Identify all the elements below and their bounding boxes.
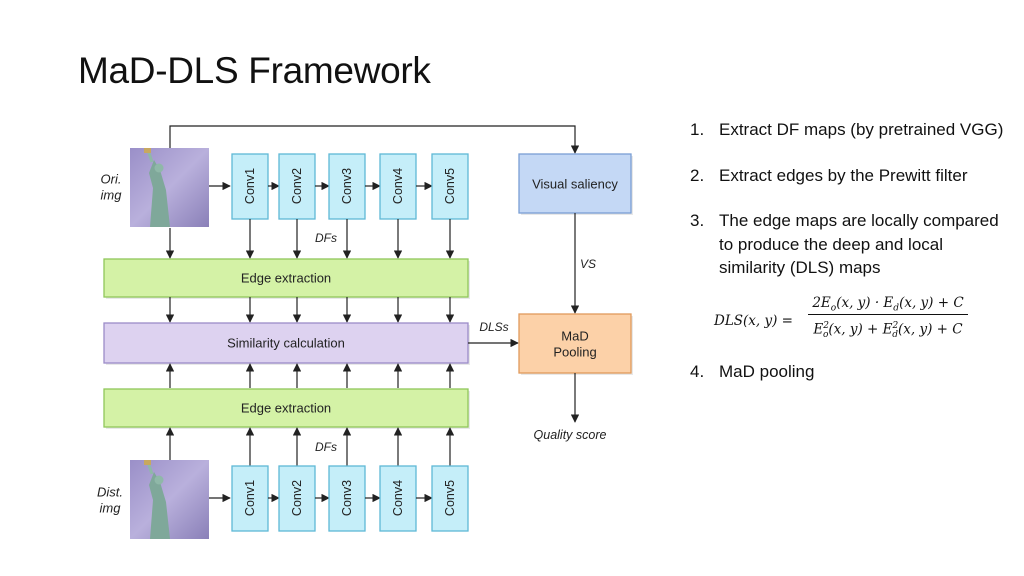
torch xyxy=(144,460,151,465)
step-number: 2. xyxy=(690,165,705,185)
steps-list: 1. Extract DF maps (by pretrained VGG) 2… xyxy=(688,118,1008,383)
step-item-4: 4. MaD pooling xyxy=(688,360,1008,384)
image-sky xyxy=(130,148,209,227)
saliency-feed-arrow xyxy=(169,125,580,154)
original-image xyxy=(130,148,209,227)
step-text: Extract DF maps (by pretrained VGG) xyxy=(719,120,1004,139)
mad-pooling-label: MaD Pooling xyxy=(553,328,596,359)
conv-label-bottom: Conv4 xyxy=(391,480,405,516)
step-item-2: 2. Extract edges by the Prewitt filter xyxy=(688,164,1008,188)
conv-block-top xyxy=(431,153,469,220)
edge-extraction-top xyxy=(103,258,469,298)
text-line: Dist. xyxy=(97,484,123,499)
fraction-bar xyxy=(808,313,968,315)
dist-img-label: Dist. img xyxy=(97,484,123,515)
step-text: MaD pooling xyxy=(719,361,815,381)
conv-label-top: Conv5 xyxy=(443,168,457,204)
edge-extraction-top-label: Edge extraction xyxy=(241,271,331,286)
step-number: 3. xyxy=(690,211,705,230)
text-line: Ori. xyxy=(101,171,122,186)
statue-body xyxy=(149,160,170,227)
visual-saliency-label: Visual saliency xyxy=(532,177,618,192)
conv-label-bottom: Conv1 xyxy=(243,480,257,516)
conv-label-bottom: Conv5 xyxy=(443,480,457,516)
formula-lhs: DLS(x, y) = xyxy=(714,312,793,329)
step-number: 4. xyxy=(690,361,705,381)
statue-head xyxy=(154,163,164,173)
image-sky xyxy=(130,460,209,539)
conv-block-bottom xyxy=(379,465,417,532)
similarity-calculation-label: Similarity calculation xyxy=(227,336,345,351)
conv-block-top xyxy=(278,153,316,220)
torch xyxy=(144,148,151,153)
statue-body xyxy=(149,472,170,539)
formula-block: DLS(x, y) = 2Eo(x, y) · Ed(x, y) + C E2o… xyxy=(688,294,1008,352)
formula-numerator: 2Eo(x, y) · Ed(x, y) + C xyxy=(812,294,964,314)
dfs-label-top: DFs xyxy=(315,231,337,245)
conv-block-bottom xyxy=(278,465,316,532)
statue-head xyxy=(154,475,164,485)
conv-label-bottom: Conv2 xyxy=(290,480,304,516)
conv-label-top: Conv3 xyxy=(340,168,354,204)
step-item-3: 3. The edge maps are locally compared to… xyxy=(688,209,1008,280)
dfs-label-bottom: DFs xyxy=(315,440,337,454)
dlss-label: DLSs xyxy=(479,320,508,334)
visual-saliency-block xyxy=(518,153,632,214)
quality-score-label: Quality score xyxy=(534,428,607,442)
ori-img-label: Ori. img xyxy=(101,171,123,202)
conv-label-top: Conv2 xyxy=(290,168,304,204)
text-line: img xyxy=(101,188,123,203)
distorted-image xyxy=(130,460,209,539)
conv-block-bottom xyxy=(231,465,269,532)
text-line: img xyxy=(100,501,122,516)
conv-label-top: Conv4 xyxy=(391,168,405,204)
conv-block-top xyxy=(379,153,417,220)
step-text: Extract edges by the Prewitt filter xyxy=(719,165,968,185)
conv-label-bottom: Conv3 xyxy=(340,480,354,516)
step-text: The edge maps are locally compared to pr… xyxy=(719,211,999,277)
dls-formula: DLS(x, y) = 2Eo(x, y) · Ed(x, y) + C E2o… xyxy=(714,294,1008,352)
text-line: MaD xyxy=(561,328,588,343)
step-item-1: 1. Extract DF maps (by pretrained VGG) xyxy=(688,118,1008,142)
edge-extraction-bottom xyxy=(103,388,469,428)
conv-label-top: Conv1 xyxy=(243,168,257,204)
formula-denominator: E2o(x, y) + E2d(x, y) + C xyxy=(813,320,963,340)
conv-block-bottom xyxy=(431,465,469,532)
edge-extraction-bottom-label: Edge extraction xyxy=(241,401,331,416)
page-title: MaD-DLS Framework xyxy=(78,50,431,91)
text-line: Pooling xyxy=(553,345,596,360)
vs-label: VS xyxy=(580,257,596,271)
mad-pooling-block xyxy=(518,313,632,374)
formula-fraction: 2Eo(x, y) · Ed(x, y) + C E2o(x, y) + E2d… xyxy=(808,294,968,340)
step-number: 1. xyxy=(690,120,705,139)
